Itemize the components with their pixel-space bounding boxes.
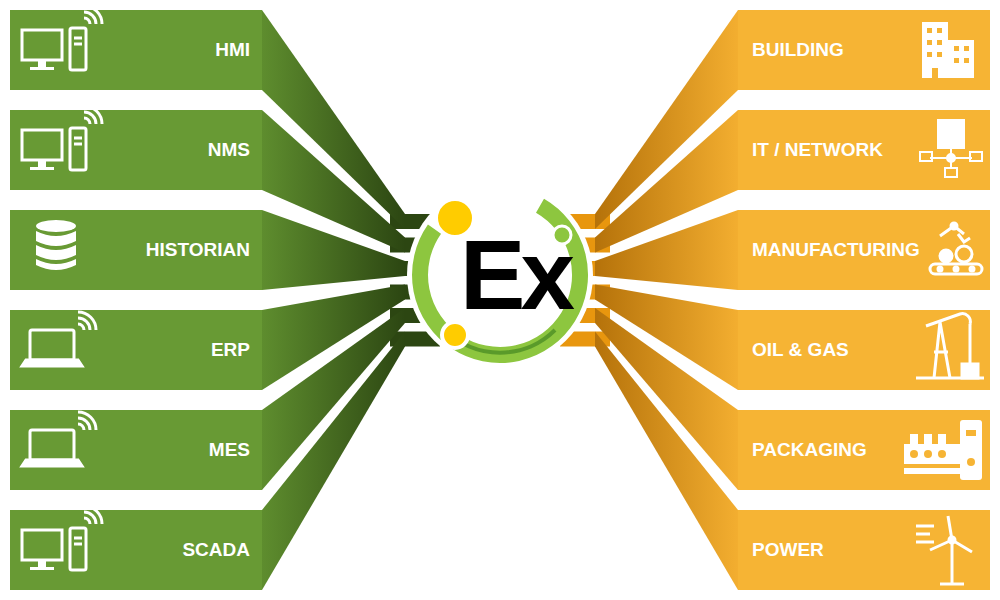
source-box: SCADA	[10, 510, 262, 590]
industry-box: IT / NETWORK	[738, 110, 990, 190]
box-label: OIL & GAS	[752, 339, 849, 361]
box-label: HMI	[215, 39, 250, 61]
source-box: MES	[10, 410, 262, 490]
box-label: MANUFACTURING	[752, 239, 920, 261]
box-label: SCADA	[182, 539, 250, 561]
box-label: ERP	[211, 339, 250, 361]
box-label: HISTORIAN	[146, 239, 250, 261]
source-box: ERP	[10, 310, 262, 390]
box-label: BUILDING	[752, 39, 844, 61]
industry-box: BUILDING	[738, 10, 990, 90]
funnel-connector	[595, 210, 738, 290]
funnel-connector	[262, 332, 405, 591]
funnel-connector	[595, 332, 738, 591]
funnel-connector	[262, 210, 405, 290]
industry-box: POWER	[738, 510, 990, 590]
source-box: HISTORIAN	[10, 210, 262, 290]
box-label: MES	[209, 439, 250, 461]
source-box: HMI	[10, 10, 262, 90]
source-box: NMS	[10, 110, 262, 190]
box-label: NMS	[208, 139, 250, 161]
hub-logo: Ex	[405, 180, 595, 370]
box-label: IT / NETWORK	[752, 139, 883, 161]
logo-text: Ex	[430, 226, 570, 324]
industry-box: PACKAGING	[738, 410, 990, 490]
industry-box: MANUFACTURING	[738, 210, 990, 290]
industry-box: OIL & GAS	[738, 310, 990, 390]
box-label: POWER	[752, 539, 824, 561]
box-label: PACKAGING	[752, 439, 867, 461]
